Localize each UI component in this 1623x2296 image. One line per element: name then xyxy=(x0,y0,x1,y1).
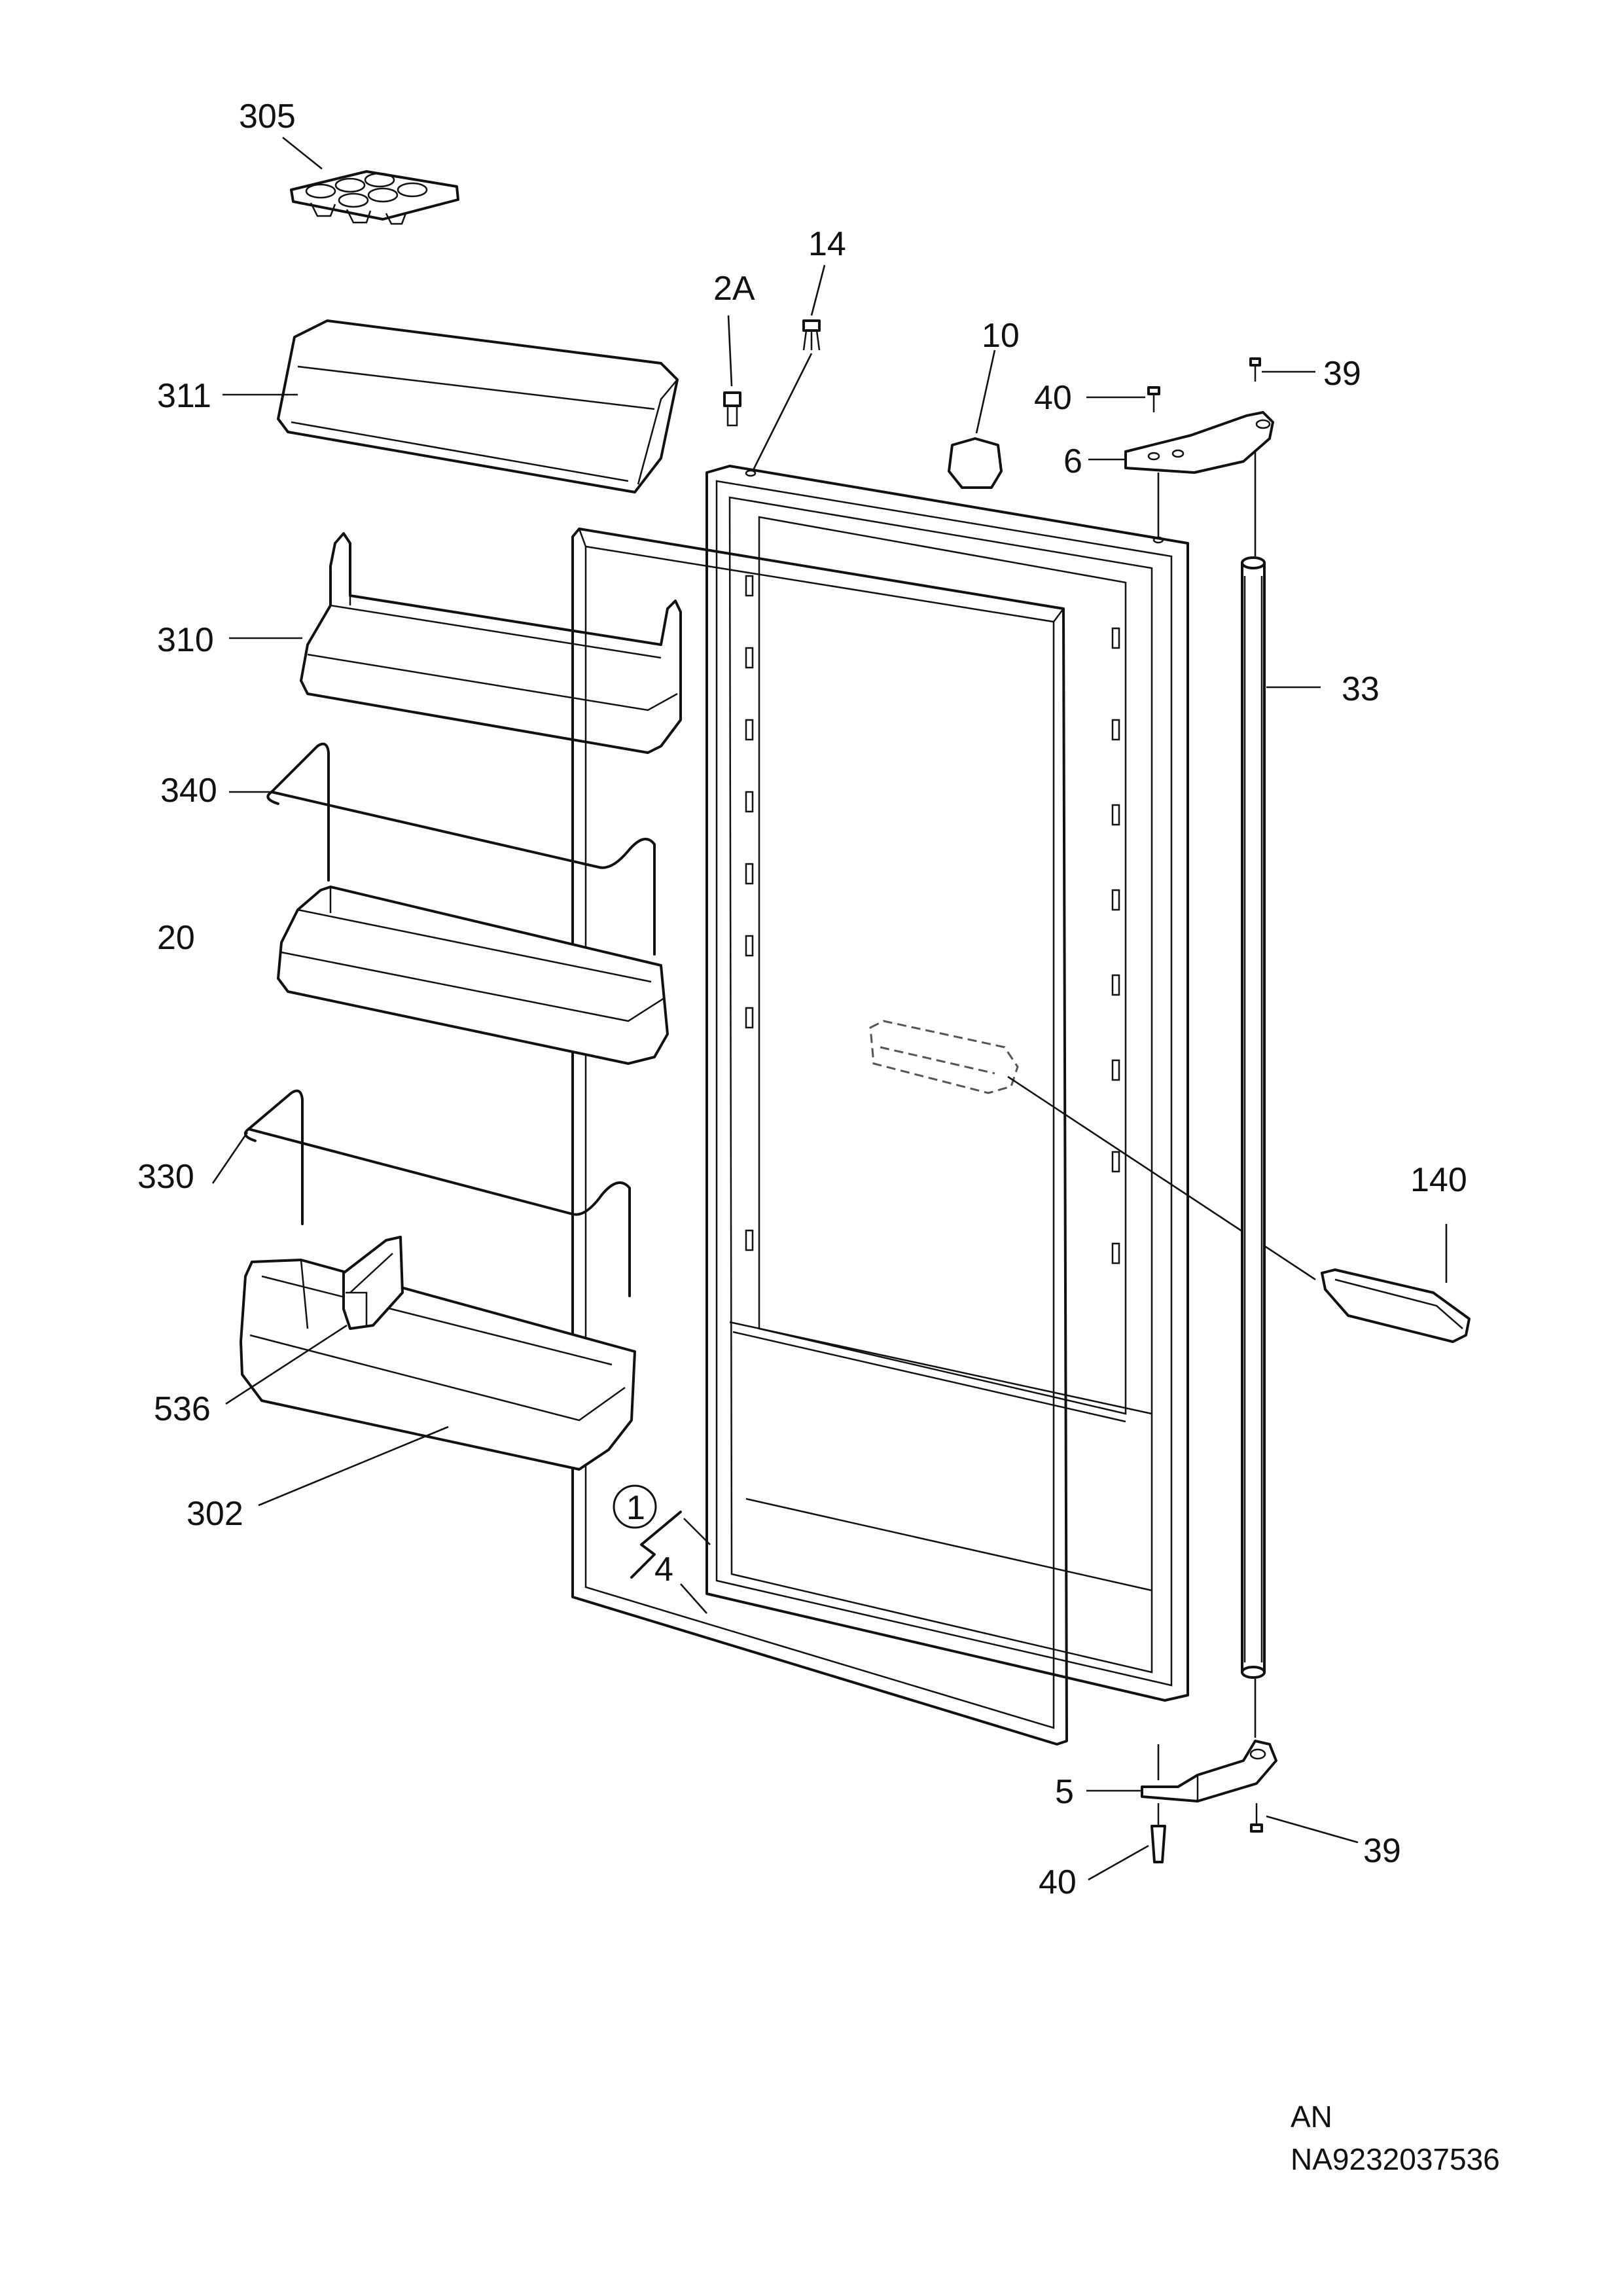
label-305: 305 xyxy=(239,98,296,135)
door-gasket-drawing xyxy=(571,528,1068,1746)
egg-tray-drawing xyxy=(290,170,459,225)
shelf-302-drawing xyxy=(240,1259,636,1471)
part-140-drawing xyxy=(1321,1268,1471,1343)
label-39-bottom: 39 xyxy=(1363,1832,1401,1870)
label-340: 340 xyxy=(160,772,217,810)
part-14-drawing xyxy=(802,319,821,351)
shelf-20-drawing xyxy=(277,886,669,1065)
label-310: 310 xyxy=(157,621,214,659)
label-14: 14 xyxy=(808,225,846,263)
footer-drawing-code: NA9232037536 xyxy=(1291,2142,1500,2176)
part-10-drawing xyxy=(948,437,1003,489)
screw-40-bottom-drawing xyxy=(1150,1803,1166,1863)
hidden-part-ghost xyxy=(869,1020,1019,1094)
label-6: 6 xyxy=(1063,442,1082,480)
hinge-6-drawing xyxy=(1124,411,1274,474)
part-2A-drawing xyxy=(723,391,741,427)
bar-33-drawing xyxy=(1241,556,1266,1679)
part-1-callout: 1 xyxy=(613,1484,657,1529)
label-40-bottom: 40 xyxy=(1039,1863,1077,1901)
screw-40-top-drawing xyxy=(1147,386,1160,412)
screw-39-top-drawing xyxy=(1249,357,1261,382)
label-39-top: 39 xyxy=(1323,355,1361,393)
label-330: 330 xyxy=(137,1158,194,1196)
label-40-top: 40 xyxy=(1034,379,1072,417)
label-10: 10 xyxy=(982,317,1020,355)
footer-line-1: AN xyxy=(1291,2100,1332,2134)
label-1: 1 xyxy=(626,1489,645,1527)
dairy-lid-drawing xyxy=(277,319,679,493)
label-5: 5 xyxy=(1055,1773,1074,1811)
label-140: 140 xyxy=(1410,1161,1467,1199)
label-33: 33 xyxy=(1342,670,1380,708)
rail-340-drawing xyxy=(266,742,656,956)
label-536: 536 xyxy=(154,1390,211,1428)
hinge-5-drawing xyxy=(1141,1740,1277,1803)
door-inner-slots xyxy=(745,575,1120,1265)
label-4: 4 xyxy=(654,1551,673,1588)
shelf-310-drawing xyxy=(300,532,682,754)
label-302: 302 xyxy=(187,1495,243,1533)
divider-536-drawing xyxy=(342,1236,404,1330)
screw-39-bottom-drawing xyxy=(1250,1803,1263,1833)
label-20: 20 xyxy=(157,919,195,957)
label-2A: 2A xyxy=(713,270,755,308)
label-311: 311 xyxy=(157,377,211,415)
